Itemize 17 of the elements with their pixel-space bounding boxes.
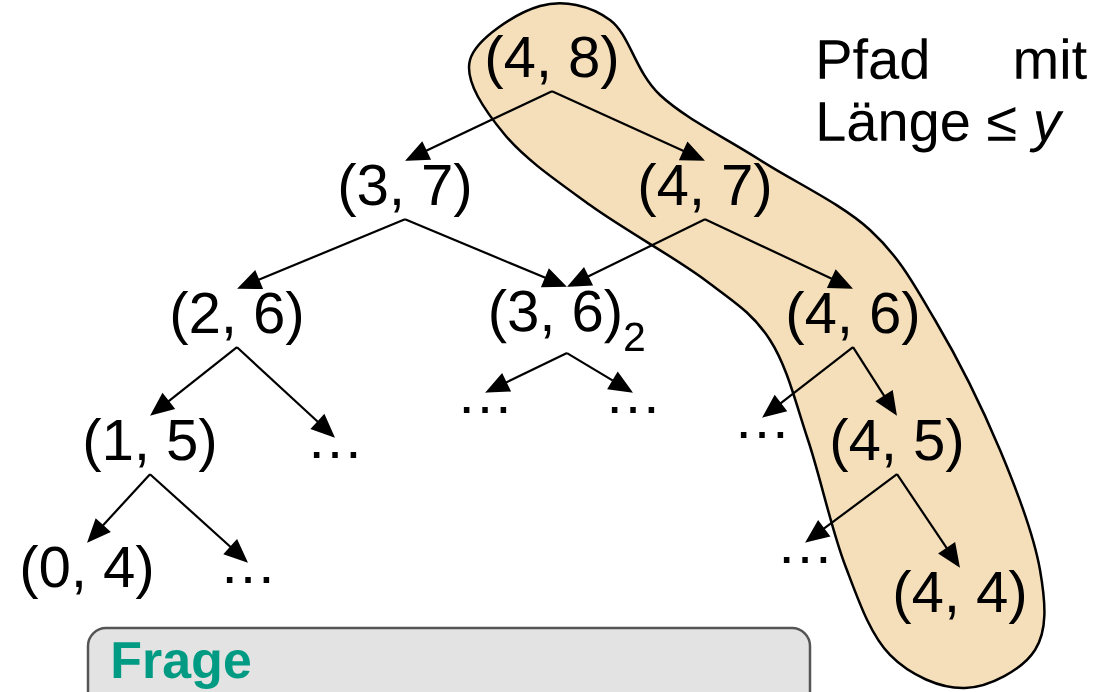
ellipsis: … (463, 406, 507, 414)
ellipsis: … (313, 451, 357, 459)
node-label: (0, 4) (22, 544, 152, 599)
node-label: (3, 6)$_{2}$ (491, 289, 644, 351)
node-label: (2, 6) (172, 290, 302, 345)
node-label: (4, 6) (788, 290, 918, 345)
ellipsis: … (226, 576, 270, 584)
ellipsis: … (783, 556, 827, 564)
node-label: (4, 5) (832, 417, 962, 472)
question-box: Frage (86, 626, 812, 692)
node-label: (4, 4) (895, 569, 1025, 624)
node-label: (3, 7) (340, 162, 470, 217)
node-label: (1, 5) (85, 417, 215, 472)
node-label: (4, 7) (640, 162, 770, 217)
ellipsis: … (740, 431, 784, 439)
node-label: (4, 8) (487, 34, 617, 89)
ellipsis: … (611, 406, 655, 414)
